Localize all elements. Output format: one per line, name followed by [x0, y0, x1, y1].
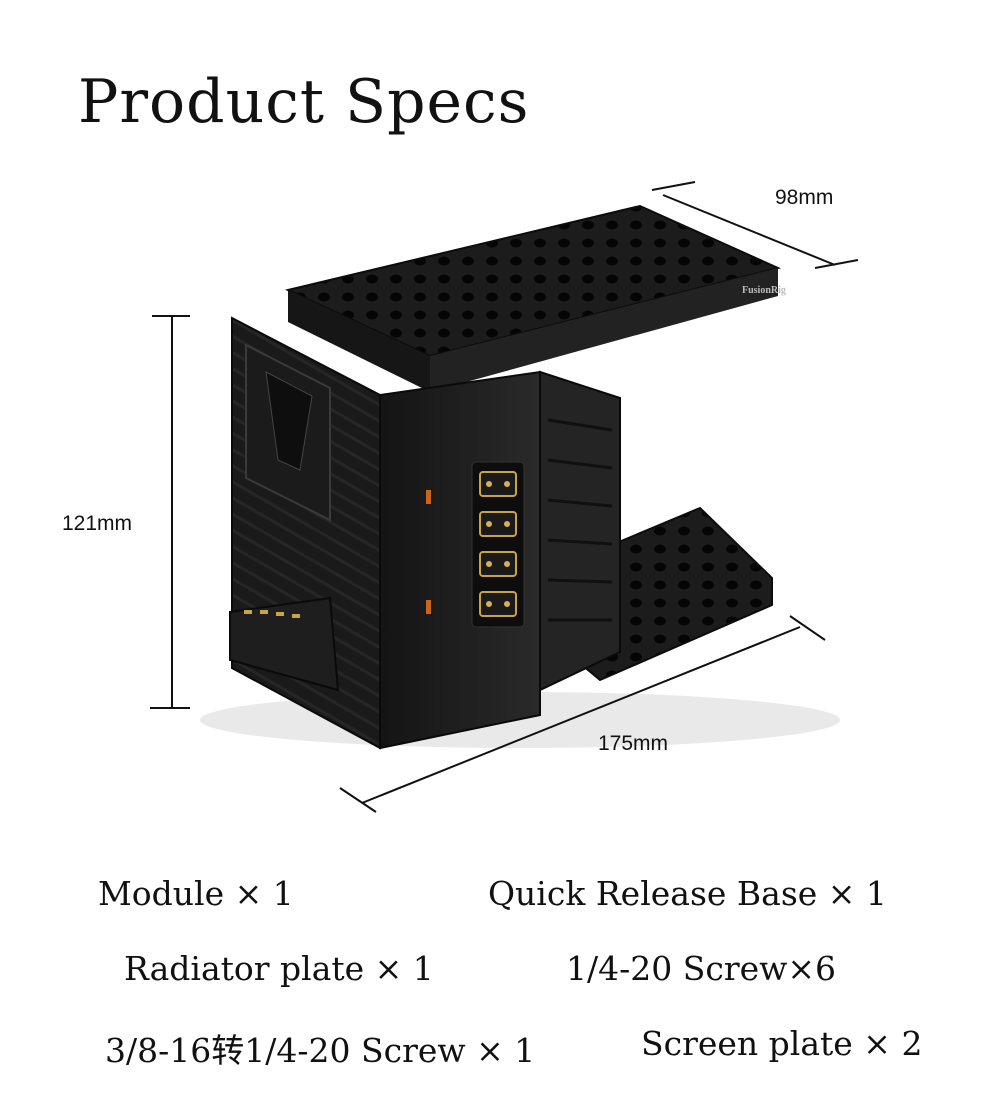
status-led-top [426, 490, 431, 504]
contents-item: Quick Release Base × 1 [488, 874, 887, 913]
height-dimension-label: 121mm [62, 512, 133, 535]
brand-mark: FusionRig [742, 285, 786, 296]
length-dimension-label: 175mm [598, 732, 669, 755]
contents-item: 1/4-20 Screw×6 [566, 949, 837, 988]
radiator-fins [539, 370, 621, 692]
contents-item: Module × 1 [98, 874, 294, 913]
contents-item: Screen plate × 2 [641, 1024, 923, 1063]
d-tap-panel [471, 461, 525, 628]
dimension-lines [150, 181, 859, 813]
contents-item: Radiator plate × 1 [124, 949, 434, 988]
side-connector [229, 596, 340, 692]
width-dimension-label: 98mm [775, 186, 834, 209]
product-photo: FusionRig [150, 181, 859, 813]
top-plate-right-edge [430, 268, 778, 392]
top-plate-front-edge [288, 290, 430, 392]
page-title: Product Specs [78, 67, 530, 138]
status-led-bottom [426, 600, 431, 614]
contents-item: 3/8-16转1/4-20 Screw × 1 [105, 1031, 536, 1070]
